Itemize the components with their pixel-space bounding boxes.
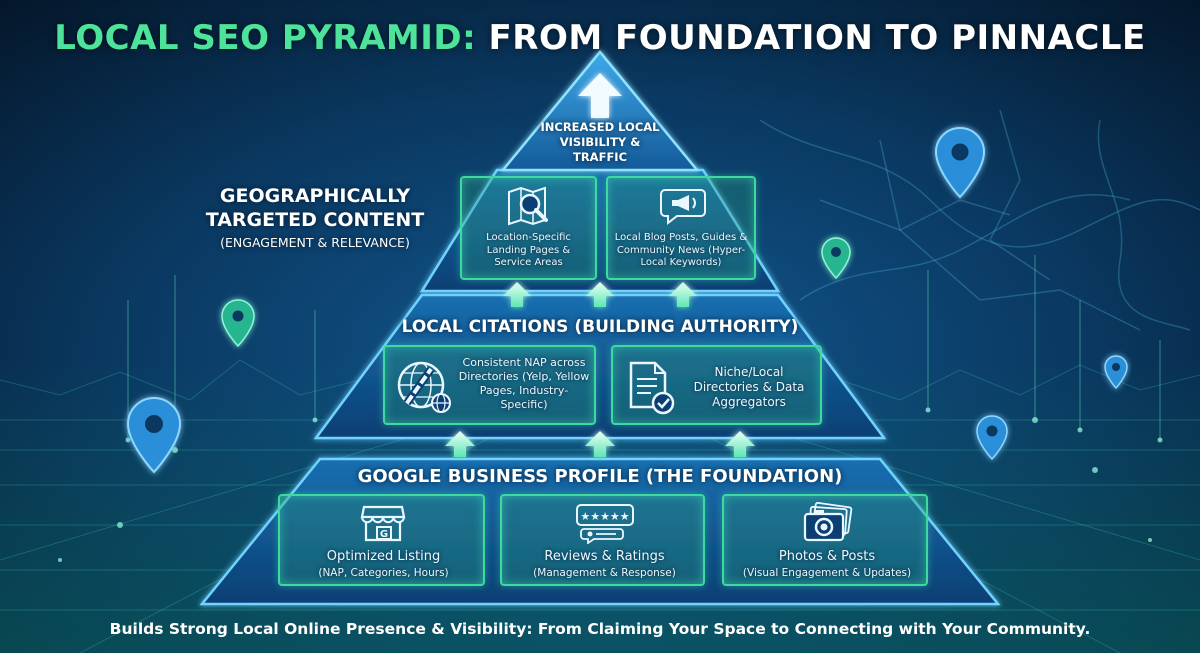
profile-card-title: Photos & Posts	[778, 549, 876, 564]
up-arrow-icon	[503, 282, 531, 307]
citation-card-nap: Consistent NAP across Directories (Yelp,…	[383, 345, 596, 425]
globe-link-icon	[397, 361, 451, 413]
search-map-icon	[508, 186, 548, 226]
content-card-landing-pages: Location-Specific Landing Pages & Servic…	[460, 176, 597, 280]
title-main: FROM FOUNDATION TO PINNACLE	[476, 18, 1146, 58]
location-pin-icon	[221, 299, 255, 348]
citation-card-text: Niche/Local Directories & Data Aggregato…	[693, 365, 805, 409]
location-pin-icon	[976, 415, 1008, 461]
content-card-text: Local Blog Posts, Guides & Community New…	[614, 232, 748, 268]
svg-text:★★★★★: ★★★★★	[580, 510, 629, 523]
location-pin-icon	[126, 396, 182, 474]
tier3-side-title: GEOGRAPHICALLY TARGETED CONTENT	[205, 185, 425, 231]
profile-card-listing: G Optimized Listing (NAP, Categories, Ho…	[278, 494, 485, 586]
tier1-title: GOOGLE BUSINESS PROFILE (THE FOUNDATION)	[357, 466, 843, 487]
citation-card-directories: Niche/Local Directories & Data Aggregato…	[611, 345, 822, 425]
footer-tagline: Builds Strong Local Online Presence & Vi…	[109, 620, 1091, 638]
content-card-text: Location-Specific Landing Pages & Servic…	[486, 232, 571, 268]
location-pin-icon	[821, 237, 851, 280]
profile-card-subtitle: (Visual Engagement & Updates)	[742, 567, 912, 579]
location-pin-icon	[1104, 355, 1128, 390]
document-check-icon	[629, 361, 675, 415]
up-arrow-icon	[585, 431, 615, 457]
content-card-blog-posts: Local Blog Posts, Guides & Community New…	[606, 176, 756, 280]
review-stars-icon: ★★★★★	[576, 504, 634, 544]
svg-text:G: G	[380, 529, 388, 540]
up-arrow-icon	[445, 431, 475, 457]
up-arrow-icon	[586, 282, 614, 307]
up-arrow-icon	[578, 73, 622, 118]
citation-card-text: Consistent NAP across Directories (Yelp,…	[458, 356, 590, 411]
page-title: LOCAL SEO PYRAMID: FROM FOUNDATION TO PI…	[0, 18, 1200, 58]
megaphone-icon	[660, 189, 706, 226]
profile-card-photos: Photos & Posts (Visual Engagement & Upda…	[722, 494, 928, 586]
profile-card-title: Reviews & Ratings	[544, 549, 665, 564]
profile-card-subtitle: (NAP, Categories, Hours)	[318, 567, 449, 579]
camera-photos-icon	[803, 502, 853, 542]
storefront-icon: G	[360, 505, 406, 542]
up-arrow-icon	[725, 431, 755, 457]
tier3-side-subtitle: (ENGAGEMENT & RELEVANCE)	[220, 235, 410, 250]
profile-card-title: Optimized Listing	[326, 549, 441, 564]
profile-card-subtitle: (Management & Response)	[533, 567, 676, 579]
up-arrow-icon	[669, 282, 697, 307]
tier2-title: LOCAL CITATIONS (BUILDING AUTHORITY)	[401, 317, 799, 337]
pyramid-tier-citations	[313, 293, 887, 440]
title-accent: LOCAL SEO PYRAMID:	[54, 18, 477, 58]
apex-label: INCREASED LOCAL VISIBILITY & TRAFFIC	[540, 120, 660, 164]
profile-card-reviews: ★★★★★ Reviews & Ratings (Management & Re…	[500, 494, 705, 586]
location-pin-icon	[934, 126, 986, 199]
